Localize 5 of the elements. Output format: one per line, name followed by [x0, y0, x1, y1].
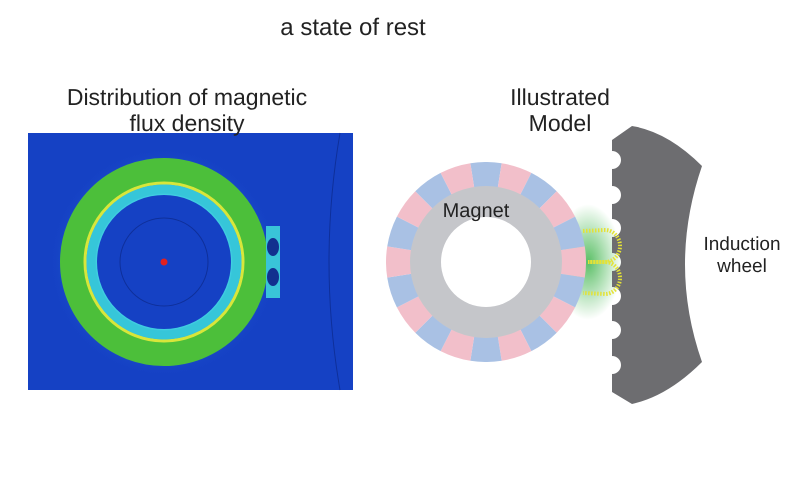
figure-caption: Distribution of magnetic flux density: [66, 84, 308, 136]
part-label: Induction wheel: [702, 234, 782, 278]
title: a state of rest: [279, 14, 427, 41]
part-label: Magnet: [442, 200, 510, 223]
figure-caption: Illustrated Model: [509, 84, 611, 136]
